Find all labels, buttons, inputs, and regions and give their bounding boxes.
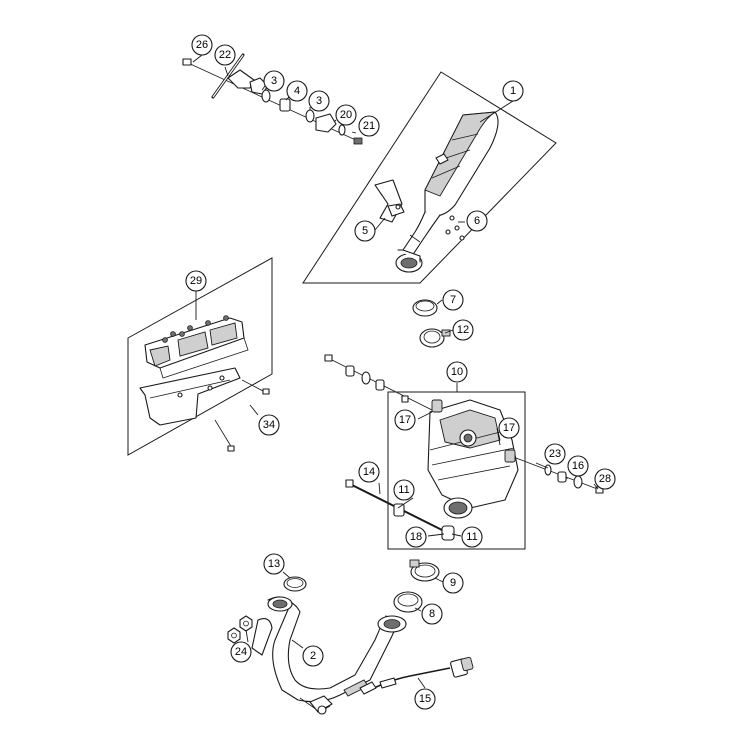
callout-label-34: 34 [263, 419, 275, 431]
callout-11: 11 [393, 479, 415, 501]
callout-label-28: 28 [599, 473, 611, 485]
callout-label-7: 7 [450, 294, 456, 306]
callout-11: 11 [461, 526, 483, 548]
callout-28: 28 [594, 468, 616, 490]
callout-34: 34 [258, 414, 280, 436]
callout-label-5: 5 [362, 225, 368, 237]
callout-7: 7 [442, 289, 464, 311]
callout-15: 15 [414, 688, 436, 710]
callout-1: 1 [502, 80, 524, 102]
muffler-bracket-part [374, 179, 405, 223]
header-nuts-part [227, 615, 253, 644]
callout-label-20: 20 [340, 109, 352, 121]
muffler-screws-part [445, 215, 465, 241]
callout-18: 18 [405, 526, 427, 548]
clamp-12 [419, 328, 451, 348]
callout-3: 3 [263, 70, 285, 92]
muffler-group-frame [302, 71, 557, 284]
callout-label-24: 24 [235, 646, 247, 658]
callout-label-17b: 17 [503, 422, 515, 434]
silencer-upper-bolt [324, 354, 433, 411]
heat-shield-bracket-part [139, 367, 270, 452]
callout-label-11b: 11 [466, 531, 477, 543]
callout-13: 13 [263, 553, 285, 575]
callout-label-10: 10 [451, 366, 463, 378]
gasket-13 [283, 576, 307, 592]
silencer-group-frame [387, 391, 526, 550]
silencer-right-hardware [515, 457, 604, 494]
callout-label-18: 18 [410, 531, 422, 543]
callout-label-6: 6 [474, 215, 480, 227]
callout-label-14: 14 [363, 466, 375, 478]
callout-10: 10 [446, 361, 468, 383]
callout-label-11a: 11 [398, 484, 409, 496]
leader-lines [192, 54, 599, 689]
callout-label-3a: 3 [271, 75, 277, 87]
bracket-bolt-stack [182, 53, 363, 145]
callout-16: 16 [567, 455, 589, 477]
long-bolt-part [345, 479, 455, 541]
callout-24: 24 [230, 641, 252, 663]
callout-2: 2 [302, 645, 324, 667]
callout-22: 22 [214, 44, 236, 66]
muffler-part [395, 111, 499, 273]
heat-shield-part [144, 315, 249, 379]
callout-label-4: 4 [294, 85, 300, 97]
callout-label-3b: 3 [316, 95, 322, 107]
callout-label-12: 12 [457, 324, 469, 336]
callout-9: 9 [442, 572, 464, 594]
callout-label-17a: 17 [399, 414, 411, 426]
callout-6: 6 [466, 210, 488, 232]
silencer-body-part [427, 399, 519, 519]
callout-8: 8 [421, 603, 443, 625]
callout-label-26: 26 [196, 39, 208, 51]
lambda-sensor-part [359, 656, 474, 695]
callout-label-2: 2 [310, 650, 316, 662]
callout-3: 3 [308, 90, 330, 112]
callout-12: 12 [452, 319, 474, 341]
callout-label-23: 23 [549, 448, 561, 460]
callout-29: 29 [185, 270, 207, 292]
callout-26: 26 [191, 34, 213, 56]
callout-label-15: 15 [419, 693, 431, 705]
callout-label-22: 22 [219, 49, 231, 61]
callout-17: 17 [394, 409, 416, 431]
callout-20: 20 [335, 104, 357, 126]
gasket-ring-7 [412, 299, 438, 317]
callout-17: 17 [498, 417, 520, 439]
callout-label-13: 13 [268, 558, 280, 570]
callout-label-8: 8 [429, 608, 435, 620]
gasket-8 [393, 591, 423, 613]
callout-21: 21 [358, 115, 380, 137]
callout-label-9: 9 [450, 577, 456, 589]
header-pipe-part [251, 596, 407, 715]
callout-label-21: 21 [363, 120, 375, 132]
callout-14: 14 [358, 461, 380, 483]
callout-5: 5 [354, 220, 376, 242]
callout-4: 4 [286, 80, 308, 102]
callout-label-1: 1 [510, 85, 516, 97]
heat-shield-group-frame [127, 257, 273, 456]
callout-label-29: 29 [190, 275, 202, 287]
callout-label-16: 16 [572, 460, 584, 472]
clamp-9 [409, 559, 440, 582]
callout-23: 23 [544, 443, 566, 465]
